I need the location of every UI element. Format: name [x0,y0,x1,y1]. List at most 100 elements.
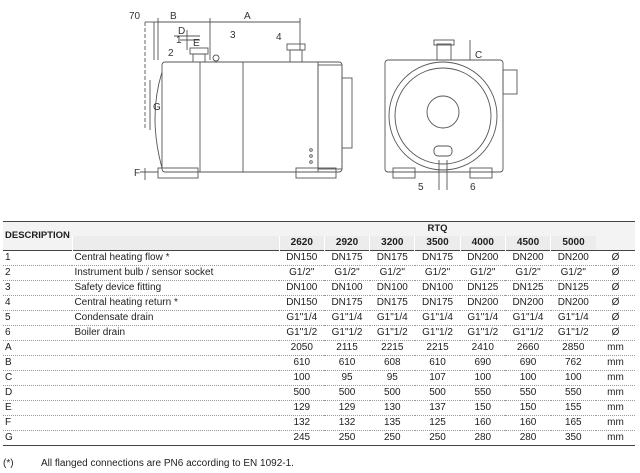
cell-value: 250 [324,430,370,446]
cell-value: G1"1/4 [505,310,551,326]
dim-d-label: D [178,26,185,37]
row-description [72,430,280,446]
row-description: Instrument bulb / sensor socket [72,265,280,281]
cell-value: 132 [324,415,370,431]
row-code: 6 [3,325,73,341]
cell-value: 762 [550,355,596,371]
row-unit: Ø [595,250,635,266]
cell-value: DN200 [460,250,506,266]
cell-value: 135 [369,415,415,431]
cell-value: G1/2" [505,265,551,281]
row-unit: Ø [595,280,635,296]
cell-value: 690 [505,355,551,371]
model-header-4000: 4000 [459,236,506,251]
dim-c-label: C [475,50,482,61]
cell-value: G1"1/2 [505,325,551,341]
row-code: A [3,340,73,356]
cell-value: G1"1/2 [550,325,596,341]
cell-value: 125 [414,415,461,431]
row-unit: mm [595,385,635,401]
footnote: (*)All flanged connections are PN6 accor… [3,458,294,469]
callout-6-label: 6 [470,182,476,193]
row-code: 3 [3,280,73,296]
callout-2-label: 2 [168,48,174,59]
row-description: Safety device fitting [72,280,280,296]
callout-3-label: 3 [230,30,236,41]
cell-value: 160 [460,415,506,431]
cell-value: DN175 [369,250,415,266]
cell-value: G1"1/2 [369,325,415,341]
row-description [72,415,280,431]
cell-value: DN175 [369,295,415,311]
cell-value: 100 [550,370,596,386]
cell-value: G1"1/4 [460,310,506,326]
cell-value: 2410 [460,340,506,356]
model-header-2620: 2620 [278,236,325,251]
cell-value: G1"1/4 [369,310,415,326]
cell-value: DN200 [505,250,551,266]
row-unit: mm [595,340,635,356]
boiler-drawing-svg: 70 B A D E 1 2 3 4 G F C 5 6 [129,11,518,193]
cell-value: 500 [279,385,325,401]
row-unit: mm [595,370,635,386]
cell-value: 280 [505,430,551,446]
row-unit: Ø [595,295,635,311]
row-description: Boiler drain [72,325,280,341]
footnote-text: All flanged connections are PN6 accordin… [41,458,294,469]
boiler-technical-drawing: 70 B A D E 1 2 3 4 G F C 5 6 [0,0,640,206]
row-description [72,370,280,386]
cell-value: G1/2" [414,265,461,281]
row-unit: mm [595,400,635,416]
cell-value: 100 [460,370,506,386]
cell-value: DN100 [369,280,415,296]
cell-value: 150 [505,400,551,416]
callout-5-label: 5 [418,182,424,193]
callout-4-label: 4 [276,32,282,43]
row-code: 4 [3,295,73,311]
cell-value: 165 [550,415,596,431]
cell-value: 100 [505,370,551,386]
cell-value: G1"1/4 [414,310,461,326]
model-header-5000: 5000 [550,236,596,251]
cell-value: 610 [279,355,325,371]
row-code: B [3,355,73,371]
cell-value: G1"1/2 [324,325,370,341]
cell-value: 129 [324,400,370,416]
dim-b-label: B [170,11,177,22]
row-description: Condensate drain [72,310,280,326]
cell-value: 2115 [324,340,370,356]
row-description [72,400,280,416]
row-code: C [3,370,73,386]
row-description: Central heating return * [72,295,280,311]
cell-value: 550 [460,385,506,401]
cell-value: G1/2" [550,265,596,281]
cell-value: 129 [279,400,325,416]
dim-70-label: 70 [129,11,141,22]
cell-value: 95 [369,370,415,386]
cell-value: 610 [414,355,461,371]
model-header-3200: 3200 [369,236,415,251]
unit-header [595,221,635,251]
cell-value: DN200 [550,250,596,266]
cell-value: G1"1/4 [279,310,325,326]
row-code: 1 [3,250,73,266]
cell-value: 2215 [369,340,415,356]
cell-value: 245 [279,430,325,446]
cell-value: G1"1/2 [279,325,325,341]
model-header-3500: 3500 [414,236,461,251]
cell-value: 690 [460,355,506,371]
dim-e-label: E [193,38,200,49]
cell-value: DN125 [505,280,551,296]
cell-value: G1/2" [369,265,415,281]
row-unit: Ø [595,325,635,341]
cell-value: G1/2" [324,265,370,281]
cell-value: DN100 [414,280,461,296]
